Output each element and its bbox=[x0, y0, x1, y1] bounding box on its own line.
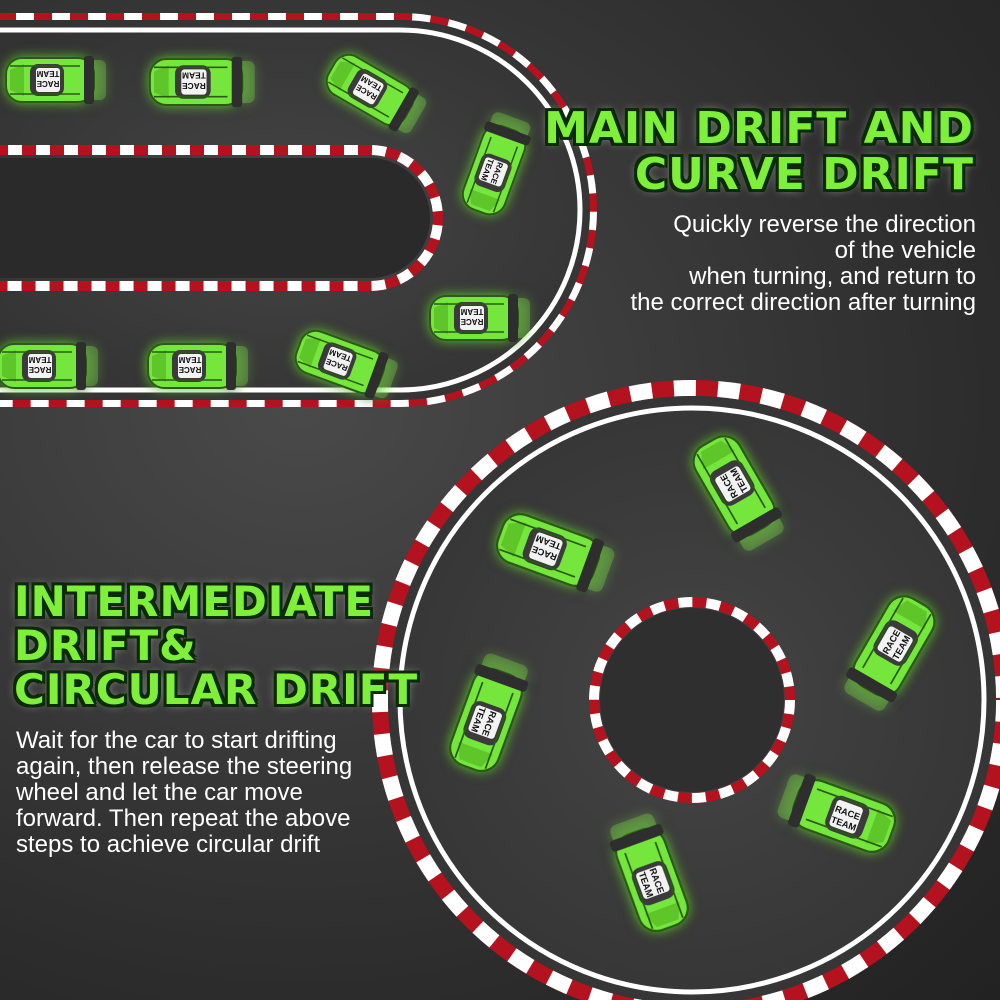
description-line: when turning, and return to bbox=[689, 263, 976, 290]
description-line: forward. Then repeat the above bbox=[16, 805, 351, 832]
rc-drift-car-icon bbox=[429, 293, 531, 343]
rc-drift-car-icon bbox=[5, 55, 107, 105]
heading-line: MAIN DRIFT AND bbox=[544, 103, 974, 154]
main-drift-heading: MAIN DRIFT AND CURVE DRIFT bbox=[544, 103, 974, 201]
heading-line: INTERMEDIATE bbox=[14, 577, 375, 626]
description-line: Wait for the car to start drifting bbox=[16, 727, 337, 754]
description-line: of the vehicle bbox=[834, 237, 976, 264]
rc-drift-car-icon bbox=[0, 341, 99, 391]
description-line: the correct direction after turning bbox=[630, 289, 976, 316]
circular-drift-description: Wait for the car to start drifting again… bbox=[16, 728, 352, 858]
rc-drift-car-icon bbox=[148, 55, 256, 109]
heading-line: DRIFT& bbox=[14, 621, 197, 671]
circular-drift-heading: INTERMEDIATE DRIFT& CIRCULAR DRIFT bbox=[14, 577, 419, 715]
description-line: Quickly reverse the direction bbox=[673, 211, 976, 238]
description-line: wheel and let the car move bbox=[16, 779, 303, 806]
heading-line: CIRCULAR DRIFT bbox=[14, 665, 419, 715]
description-line: steps to achieve circular drift bbox=[16, 831, 321, 858]
description-line: again, then release the steering bbox=[16, 753, 353, 780]
heading-line: CURVE DRIFT bbox=[634, 149, 974, 201]
rc-drift-car-icon bbox=[147, 341, 249, 391]
main-drift-description: Quickly reverse the direction of the veh… bbox=[630, 212, 976, 316]
